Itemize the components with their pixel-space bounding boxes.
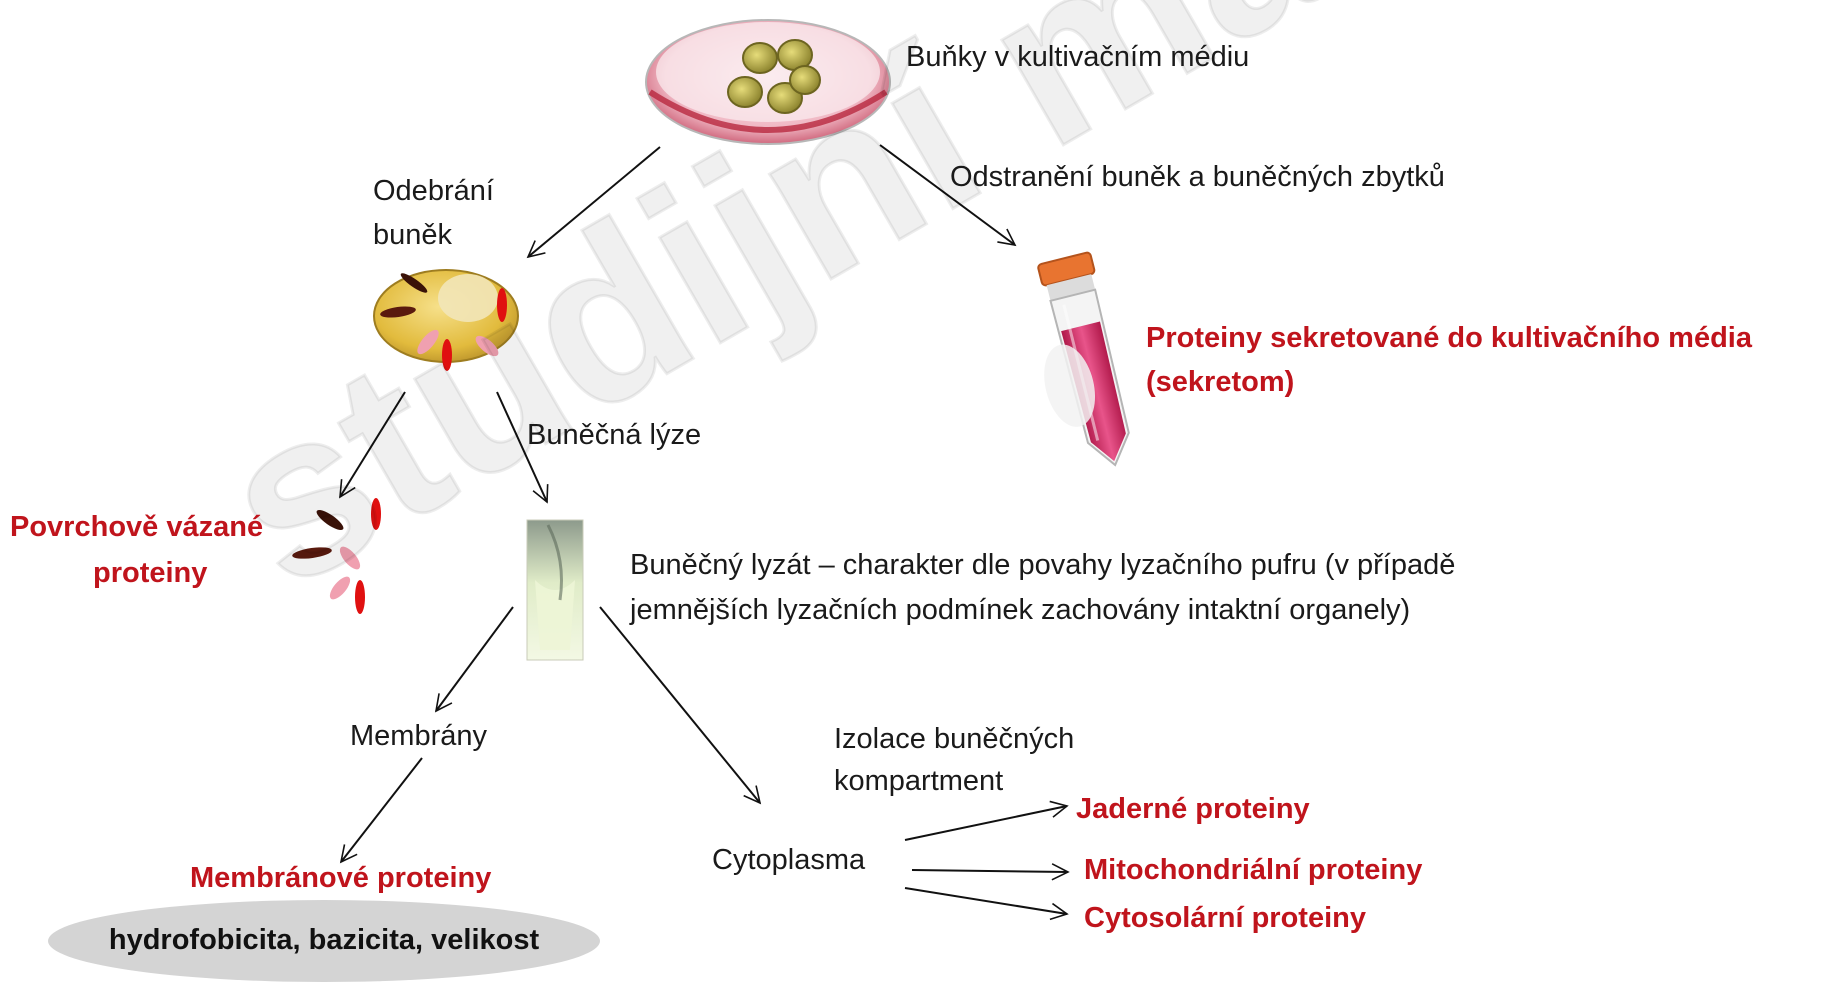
surface-proteins-icon bbox=[291, 498, 381, 614]
petri-dish-icon bbox=[646, 20, 890, 144]
label-cell-lysis: Buněčná lýze bbox=[527, 418, 701, 452]
centrifuge-tube-icon bbox=[1016, 252, 1141, 477]
arrow-to-collect bbox=[528, 147, 660, 257]
label-nuclear-proteins: Jaderné proteiny bbox=[1076, 792, 1310, 826]
arrow-to-cytosolic bbox=[905, 888, 1067, 914]
label-cells-in-medium: Buňky v kultivačním médiu bbox=[906, 40, 1249, 74]
arrow-to-membrane-proteins bbox=[341, 758, 422, 862]
arrows bbox=[340, 145, 1068, 914]
label-isolation-line2: kompartment bbox=[834, 764, 1003, 798]
label-lysate-line2: jemnějších lyzačních podmínek zachovány … bbox=[630, 593, 1410, 627]
arrow-to-mito bbox=[912, 870, 1068, 872]
label-remove-cells: Odstranění buněk a buněčných zbytků bbox=[950, 160, 1445, 194]
label-secreted-proteins: Proteiny sekretované do kultivačního méd… bbox=[1146, 321, 1752, 355]
label-collect-cells-line2: buněk bbox=[373, 218, 452, 252]
arrow-to-surface bbox=[340, 392, 405, 497]
label-surface-proteins-line1: Povrchově vázané bbox=[10, 510, 263, 544]
arrow-to-membranes bbox=[436, 607, 513, 711]
label-mitochondrial-proteins: Mitochondriální proteiny bbox=[1084, 853, 1422, 887]
label-cytoplasm: Cytoplasma bbox=[712, 843, 865, 877]
label-membranes: Membrány bbox=[350, 719, 487, 753]
cell-icon bbox=[374, 270, 518, 371]
lysate-tube-icon bbox=[527, 520, 583, 660]
arrow-to-nuclear bbox=[905, 806, 1067, 840]
label-lysate-line1: Buněčný lyzát – charakter dle povahy lyz… bbox=[630, 548, 1455, 582]
label-collect-cells-line1: Odebrání bbox=[373, 174, 494, 208]
label-membrane-proteins: Membránové proteiny bbox=[190, 861, 491, 895]
label-cytosolic-proteins: Cytosolární proteiny bbox=[1084, 901, 1366, 935]
label-properties: hydrofobicita, bazicita, velikost bbox=[48, 924, 600, 957]
label-surface-proteins-line2: proteiny bbox=[93, 556, 207, 590]
label-secretome: (sekretom) bbox=[1146, 365, 1294, 399]
arrow-to-cytoplasm bbox=[600, 607, 760, 803]
label-isolation-line1: Izolace buněčných bbox=[834, 722, 1074, 756]
